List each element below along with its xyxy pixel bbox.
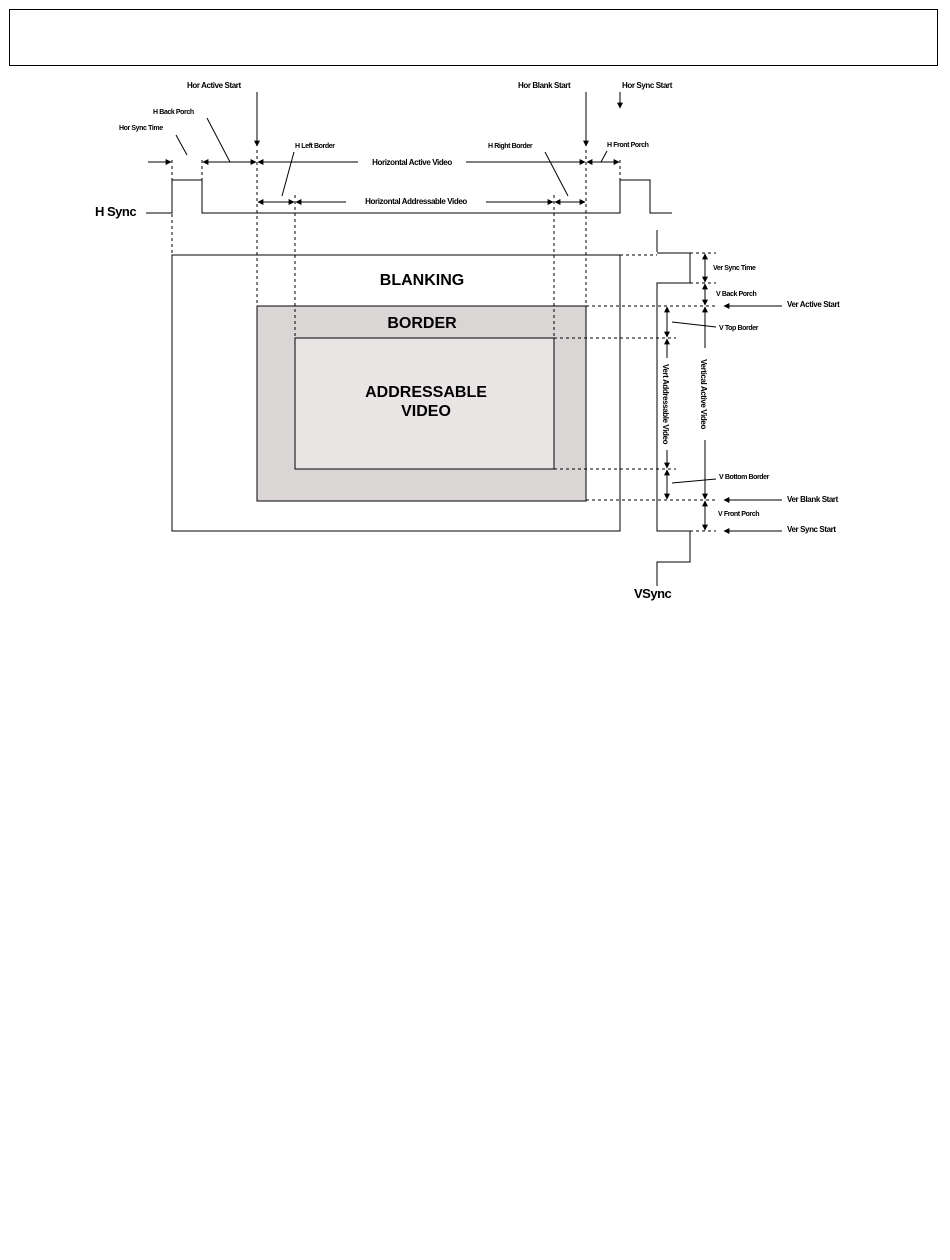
hor-sync-start-label: Hor Sync Start [622,81,673,90]
hor-blank-start-label: Hor Blank Start [518,81,571,90]
h-back-porch-label: H Back Porch [153,109,194,116]
ver-blank-start-label: Ver Blank Start [787,495,839,504]
hor-sync-time-leader [175,134,188,156]
addressable-label-line1: ADDRESSABLE [365,384,487,401]
hor-sync-time-label: Hor Sync Time [119,125,163,132]
h-front-porch-label: H Front Porch [607,142,649,149]
v-top-border-leader [671,321,717,328]
h-right-border-leader [544,151,569,197]
vsync-waveform [656,252,691,586]
h-back-porch-leader [206,117,231,163]
h-left-border-label: H Left Border [295,143,335,150]
header-box [9,9,938,66]
v-back-porch-label: V Back Porch [716,291,756,298]
horizontal-active-video-label: Horizontal Active Video [372,158,452,167]
horizontal-addressable-video-label: Horizontal Addressable Video [365,197,467,206]
blanking-label: BLANKING [380,272,464,289]
ver-active-start-label: Ver Active Start [787,300,840,309]
v-bottom-border-label: V Bottom Border [719,474,770,481]
v-top-border-label: V Top Border [719,325,759,332]
v-front-porch-label: V Front Porch [718,511,759,518]
vert-addressable-video-label: Vert Addressable Video [661,364,670,445]
vsync-label: VSync [634,586,672,601]
hor-active-start-label: Hor Active Start [187,81,242,90]
border-label: BORDER [387,315,457,332]
vertical-active-video-label: Vertical Active Video [699,359,708,429]
h-right-border-label: H Right Border [488,143,533,150]
h-front-porch-leader [600,150,608,163]
hsync-label: H Sync [95,204,136,219]
v-bottom-border-leader [671,478,717,484]
addressable-region [294,337,555,470]
ver-sync-start-label: Ver Sync Start [787,525,836,534]
h-left-border-leader [281,151,295,197]
addressable-label-line2: VIDEO [401,403,451,420]
ver-sync-time-label: Ver Sync Time [713,265,756,272]
